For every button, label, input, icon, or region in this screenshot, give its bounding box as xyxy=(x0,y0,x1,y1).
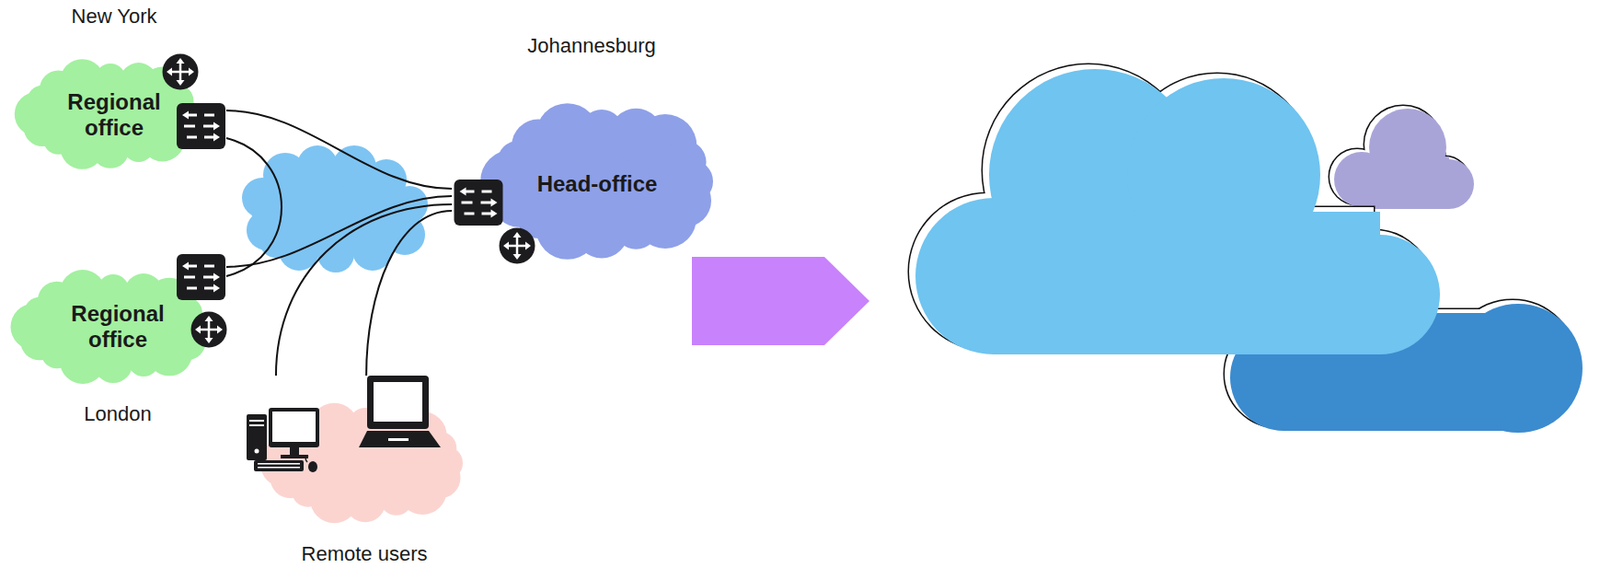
office-name: Regional office xyxy=(58,89,170,140)
network-cloud xyxy=(241,145,428,273)
office-cloud: Remote users xyxy=(244,375,472,523)
cloud-outline xyxy=(244,375,472,523)
laptop-screen-frame xyxy=(367,375,429,429)
monitor-screen xyxy=(272,411,316,442)
key-row xyxy=(257,462,300,465)
network-link xyxy=(226,138,282,277)
mouse xyxy=(308,460,318,472)
switch-icon xyxy=(454,179,504,226)
laptop-computer xyxy=(358,375,441,448)
office-name: Regional office xyxy=(62,300,173,352)
monitor-stand xyxy=(289,447,300,455)
cloud-part xyxy=(1361,156,1450,209)
network-link xyxy=(366,210,452,376)
transition-arrow xyxy=(691,256,870,346)
city-label: Johannesburg xyxy=(499,34,684,58)
laptop-screen xyxy=(373,381,423,422)
city-label: London xyxy=(44,402,192,426)
mouse-cable xyxy=(305,455,309,462)
desktop-computer xyxy=(246,407,320,472)
router-icon xyxy=(162,54,199,91)
laptop-touchpad xyxy=(388,437,409,441)
router-icon xyxy=(191,311,228,348)
router-icon xyxy=(499,228,536,265)
network-link xyxy=(276,204,452,376)
cloud-part xyxy=(97,274,129,306)
keyboard xyxy=(253,460,304,472)
tower-detail xyxy=(249,419,265,422)
switch-icon xyxy=(176,103,226,150)
laptop-base xyxy=(358,430,441,448)
tower-detail xyxy=(254,448,260,454)
network-link xyxy=(226,110,452,189)
cloud-part xyxy=(297,145,338,186)
light-blue-cloud xyxy=(915,69,1440,355)
city-label: New York xyxy=(35,4,193,28)
tower-detail xyxy=(249,424,265,426)
purple-cloud xyxy=(1334,108,1474,209)
cloud-part xyxy=(993,211,1381,355)
monitor-base xyxy=(280,454,309,459)
switch-icon xyxy=(176,253,226,300)
cloud-part xyxy=(663,140,707,185)
keyboard-keys xyxy=(257,462,300,469)
key-row xyxy=(257,466,300,469)
tower xyxy=(246,414,267,461)
office-name: Head-office xyxy=(514,171,680,197)
city-label: Remote users xyxy=(272,541,457,565)
monitor xyxy=(268,407,320,448)
